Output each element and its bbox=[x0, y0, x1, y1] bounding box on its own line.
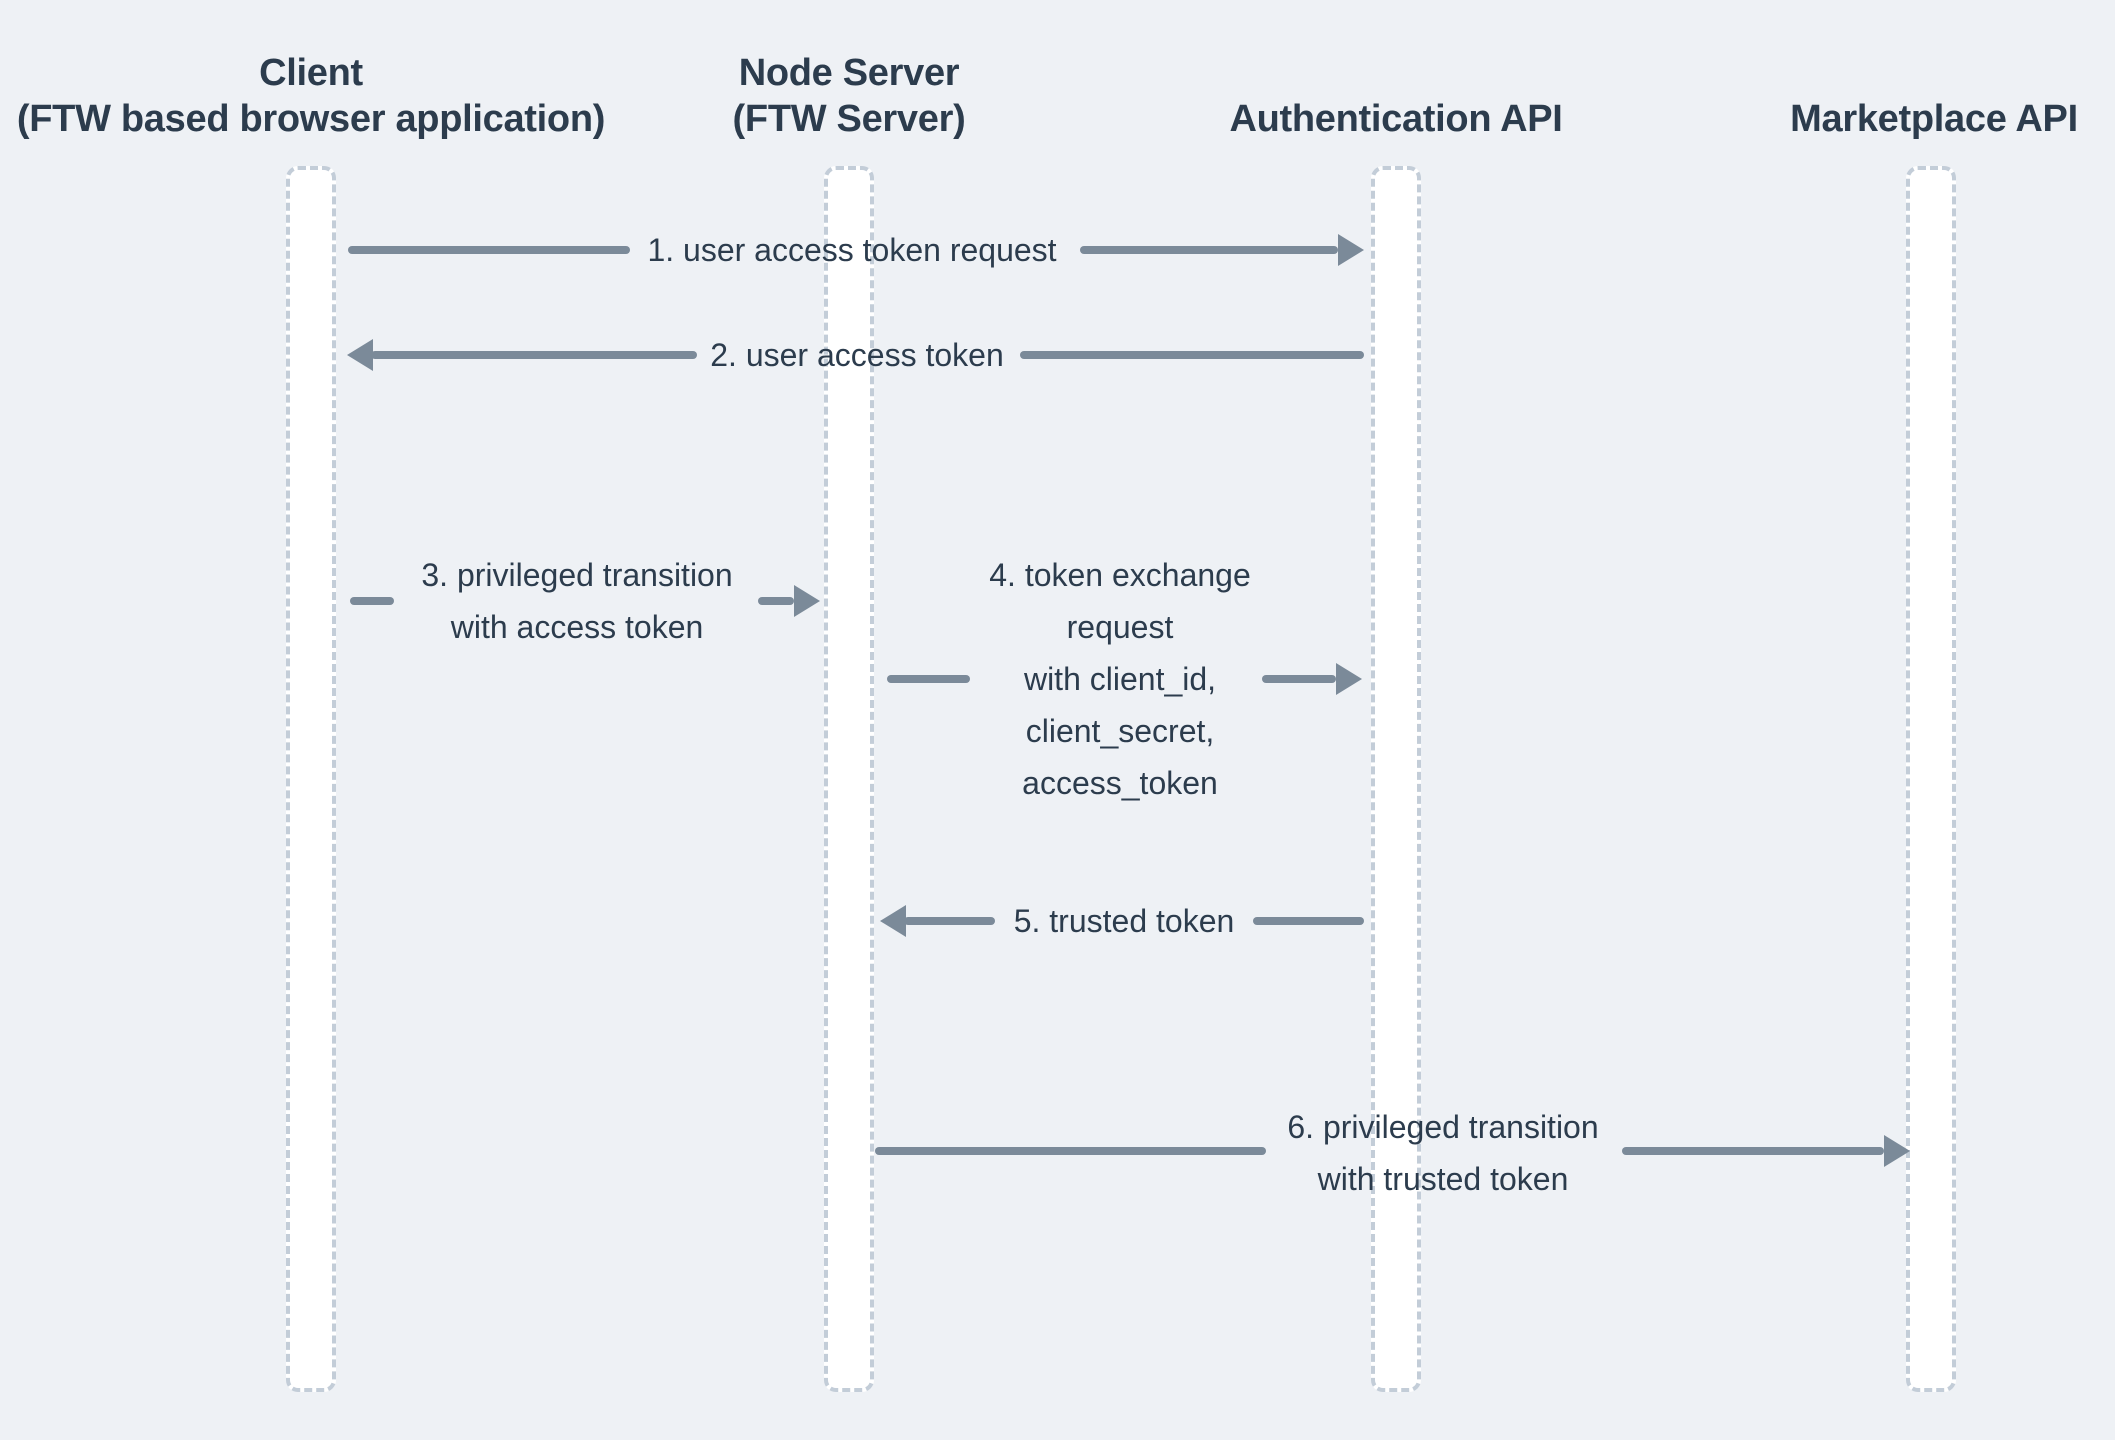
message-5-tail-line bbox=[1253, 917, 1364, 925]
message-3-arrowhead bbox=[794, 585, 820, 617]
message-3-tail-line bbox=[350, 597, 394, 605]
message-2-label: 2. user access token bbox=[710, 337, 1004, 373]
lifeline-node-server bbox=[824, 166, 874, 1392]
actor-subtitle: (FTW based browser application) bbox=[16, 98, 606, 140]
message-3-lead-line bbox=[758, 597, 794, 605]
lifeline-marketplace-api bbox=[1906, 166, 1956, 1392]
message-6-arrowhead bbox=[1884, 1135, 1910, 1167]
actor-name: Client bbox=[259, 52, 363, 94]
message-2-arrowhead bbox=[347, 339, 373, 371]
message-5-lead-line bbox=[904, 917, 995, 925]
actor-subtitle: (FTW Server) bbox=[732, 98, 966, 140]
message-2-tail-line bbox=[1020, 351, 1364, 359]
lifeline-authentication-api bbox=[1371, 166, 1421, 1392]
actor-header-marketplace-api: Marketplace API bbox=[1790, 96, 2078, 142]
message-2-lead-line bbox=[371, 351, 697, 359]
message-1-tail-line bbox=[348, 246, 630, 254]
actor-header-node-server: Node Server (FTW Server) bbox=[733, 50, 966, 142]
actor-header-authentication-api: Authentication API bbox=[1229, 96, 1562, 142]
message-6-label: 6. privileged transition with trusted to… bbox=[1287, 1109, 1599, 1197]
message-6-lead-line bbox=[1622, 1147, 1884, 1155]
actor-name: Node Server bbox=[738, 52, 960, 94]
message-4-arrowhead bbox=[1336, 663, 1362, 695]
message-5-label: 5. trusted token bbox=[1013, 903, 1235, 939]
message-3-label: 3. privileged transition with access tok… bbox=[421, 557, 733, 645]
message-4-label: 4. token exchange request with client_id… bbox=[989, 557, 1251, 801]
message-5-arrowhead bbox=[880, 905, 906, 937]
message-1-arrowhead bbox=[1338, 234, 1364, 266]
actor-name: Marketplace API bbox=[1790, 98, 2078, 140]
message-4-lead-line bbox=[1262, 675, 1336, 683]
message-1-lead-line bbox=[1080, 246, 1338, 254]
actor-name: Authentication API bbox=[1229, 98, 1563, 140]
message-6-tail-line bbox=[875, 1147, 1266, 1155]
lifeline-client bbox=[286, 166, 336, 1392]
message-1-label: 1. user access token request bbox=[647, 232, 1057, 268]
actor-header-client: Client (FTW based browser application) bbox=[16, 50, 606, 142]
message-4-tail-line bbox=[887, 675, 970, 683]
